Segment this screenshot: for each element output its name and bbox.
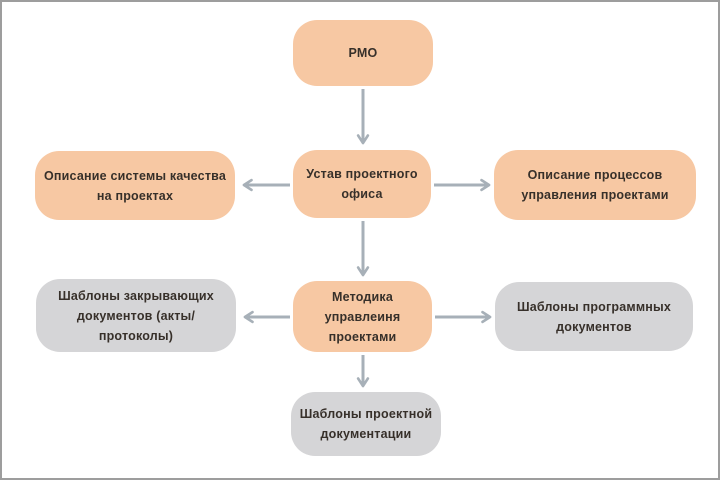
- node-management-processes-description-label: Описание процессов управления проектами: [521, 168, 669, 202]
- node-project-office-charter: Устав проектного офиса: [293, 150, 431, 218]
- node-project-management-methodology-label: Методика управлеиня проектами: [324, 289, 401, 344]
- node-project-documentation-templates: Шаблоны проектной документации: [291, 392, 441, 456]
- node-project-office-charter-label: Устав проектного офиса: [306, 167, 418, 201]
- node-quality-system-description: Описание системы качества на проектах: [35, 151, 235, 220]
- node-pmo: РМО: [293, 20, 433, 86]
- node-management-processes-description: Описание процессов управления проектами: [494, 150, 696, 220]
- node-closing-document-templates-label: Шаблоны закрывающих документов (акты/ пр…: [58, 288, 214, 343]
- node-closing-document-templates: Шаблоны закрывающих документов (акты/ пр…: [36, 279, 236, 352]
- node-program-document-templates-label: Шаблоны программных документов: [516, 299, 672, 334]
- node-program-document-templates: Шаблоны программных документов: [495, 282, 693, 351]
- node-project-documentation-templates-label: Шаблоны проектной документации: [299, 407, 433, 441]
- node-project-management-methodology: Методика управлеиня проектами: [293, 281, 432, 352]
- node-pmo-label: РМО: [348, 46, 378, 60]
- node-quality-system-description-label: Описание системы качества на проектах: [43, 168, 227, 203]
